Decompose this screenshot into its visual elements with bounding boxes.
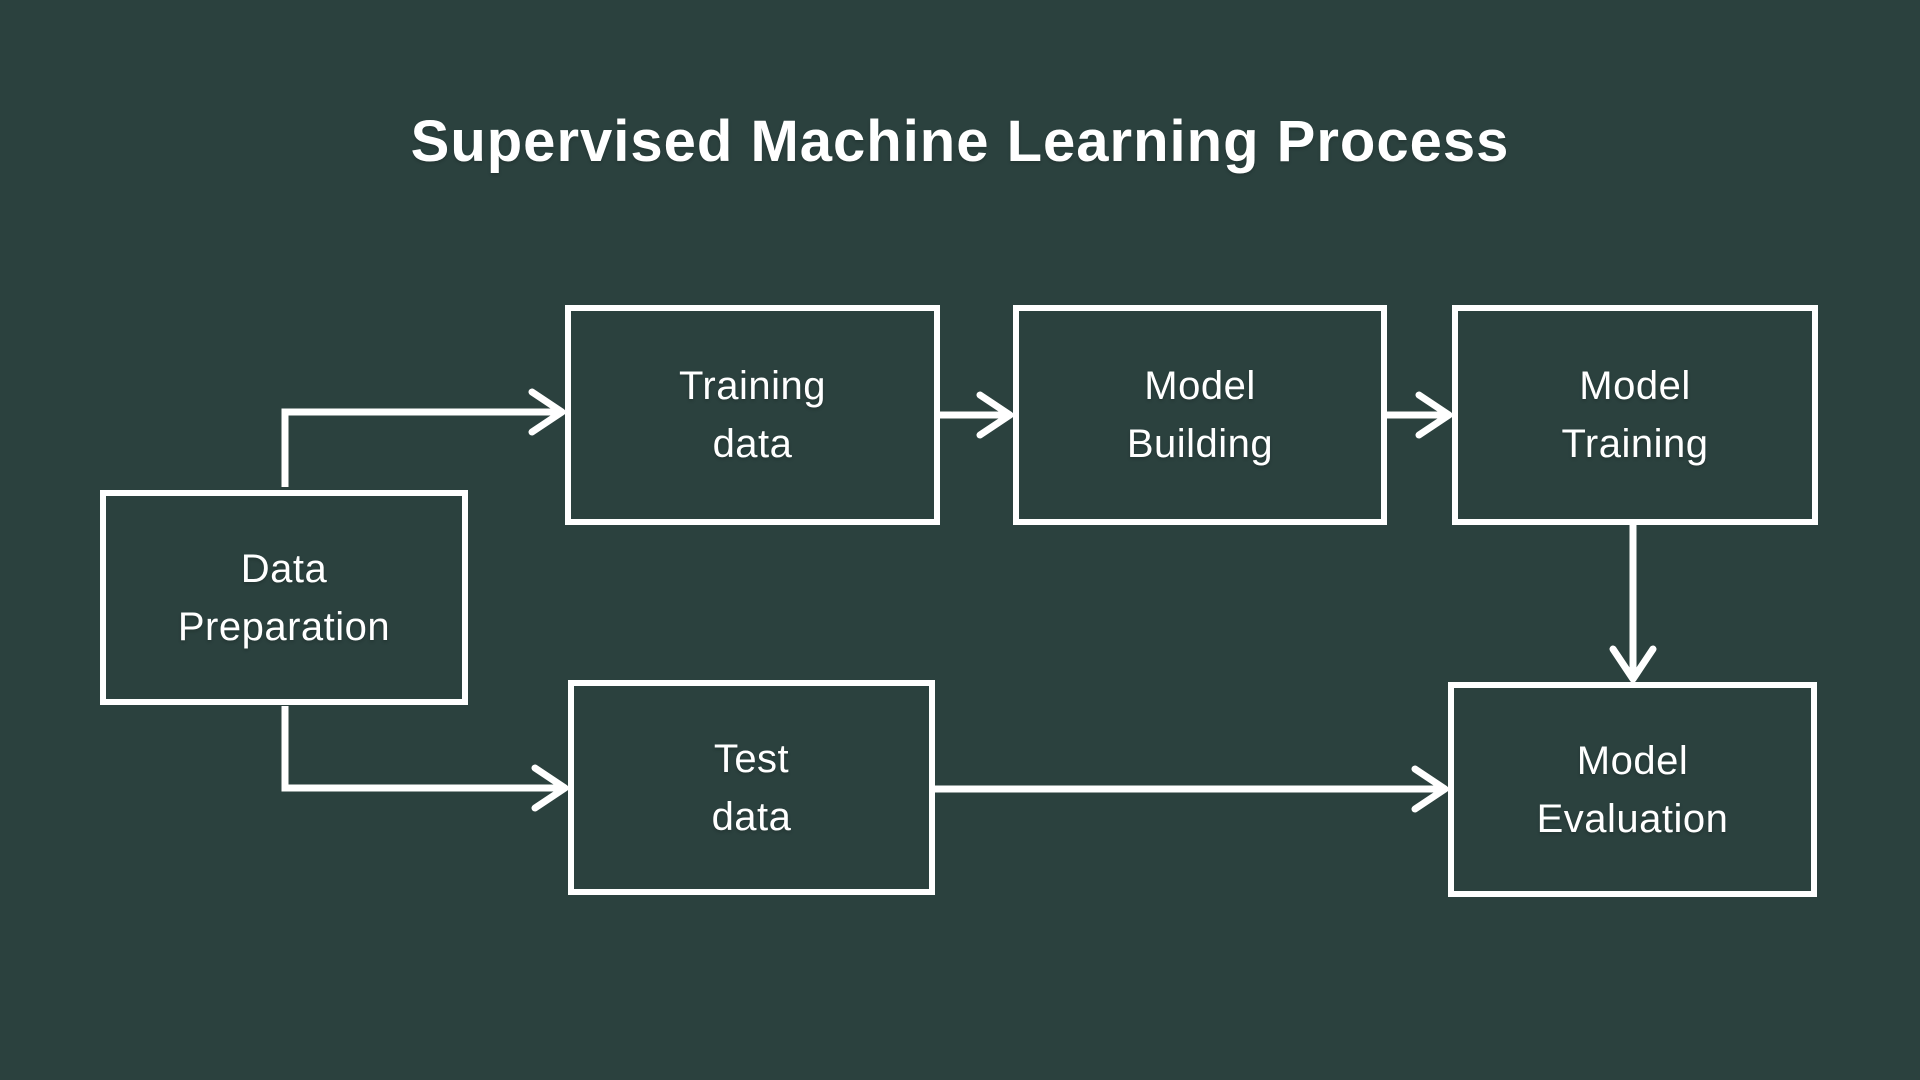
- arrow-data-preparation-to-training-data: [281, 388, 566, 487]
- arrow-data-preparation-to-test-data: [281, 706, 569, 812]
- node-model-building: Model Building: [1013, 305, 1387, 525]
- diagram-title: Supervised Machine Learning Process: [410, 109, 1510, 174]
- node-data-preparation: Data Preparation: [100, 490, 468, 705]
- node-training-data: Training data: [565, 305, 940, 525]
- node-test-data: Test data: [568, 680, 935, 895]
- node-model-training: Model Training: [1452, 305, 1818, 525]
- node-model-evaluation: Model Evaluation: [1448, 682, 1817, 897]
